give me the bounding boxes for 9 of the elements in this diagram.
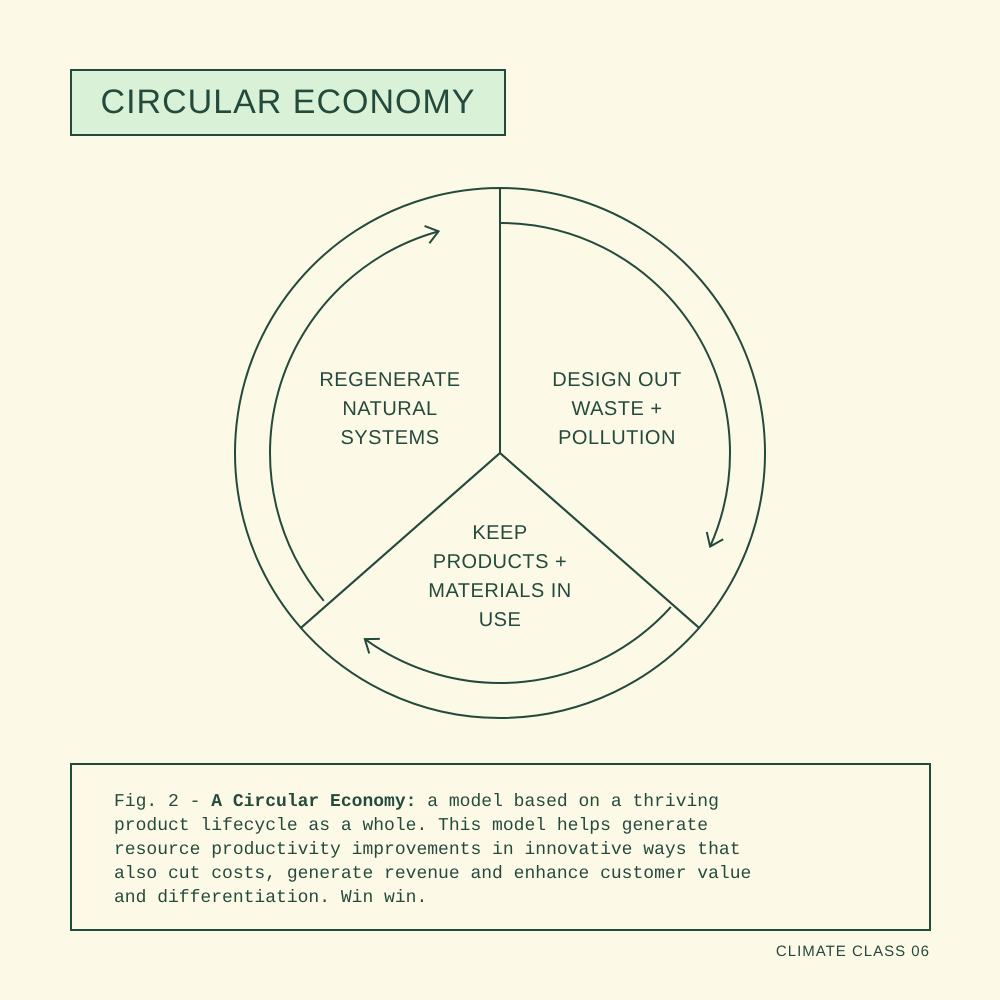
sector-label: DESIGN OUT WASTE + POLLUTION	[551, 368, 683, 451]
sector-label: REGENERATE NATURAL SYSTEMS	[318, 368, 462, 451]
caption-text: Fig. 2 - A Circular Economy: a model based on a thriving product lifecycle as a whole. This model helps generate resource productivity improvements in innovative ways that also cut costs, generate revenue and enhance customer value and differentiation. Win win.	[114, 791, 752, 910]
cycle-arrow	[269, 226, 440, 602]
footer-note: CLIMATE CLASS 06	[776, 943, 930, 960]
cycle-arrow	[364, 606, 672, 684]
title-box: CIRCULAR ECONOMY	[70, 69, 506, 136]
sector-label: KEEP PRODUCTS + MATERIALS IN USE	[427, 521, 573, 633]
cycle-arrow	[500, 222, 731, 548]
